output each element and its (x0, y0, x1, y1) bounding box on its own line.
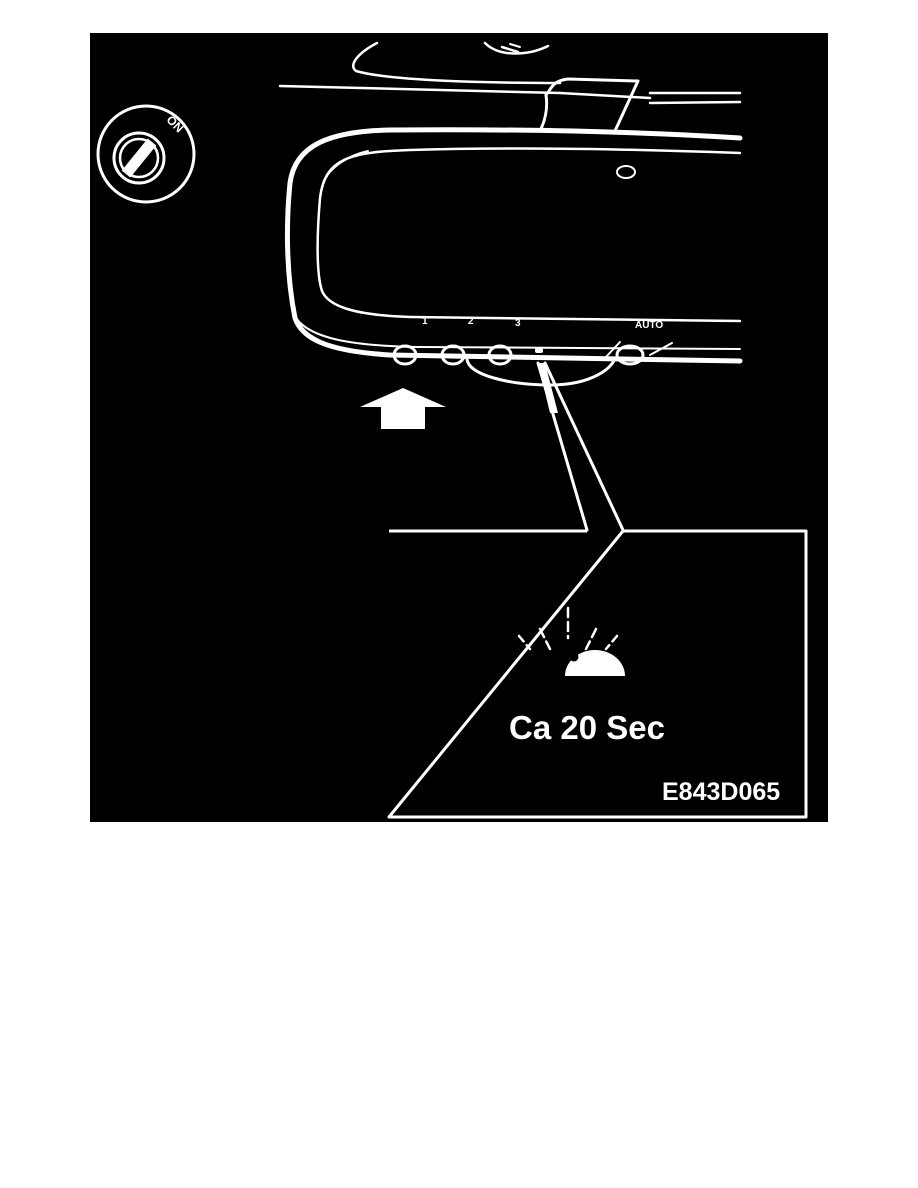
button-3-label: 3 (515, 318, 521, 329)
callout-duration-text: Ca 20 Sec (509, 709, 665, 746)
diagram-drawing (96, 41, 808, 819)
lamp-dome-icon (565, 650, 625, 676)
mirror-buttons (392, 344, 645, 366)
up-arrow-icon (360, 388, 446, 429)
ignition-switch-icon (96, 104, 196, 204)
indicator-led-icon (535, 348, 543, 353)
auto-label: AUTO (635, 320, 664, 331)
button-2-label: 2 (468, 316, 474, 327)
indicator-light-icon (517, 606, 619, 651)
figure-id: E843D065 (662, 778, 781, 806)
button-1-label: 1 (422, 316, 428, 327)
diagram-figure: ON 1 2 3 AUTO Ca 20 Sec E843D065 (90, 33, 828, 822)
